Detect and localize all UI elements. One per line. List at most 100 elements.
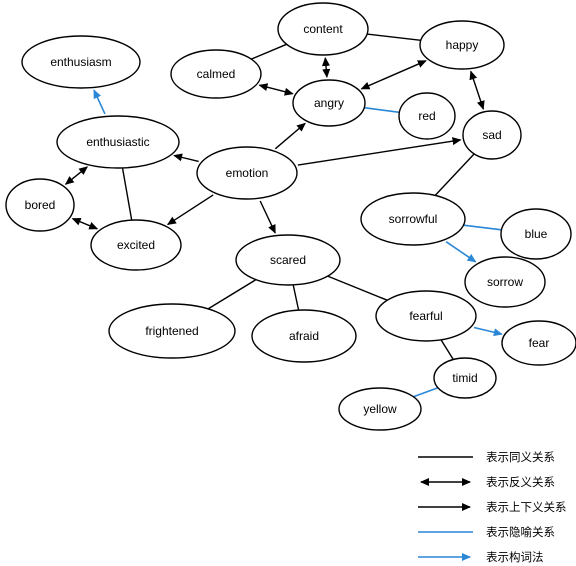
node-blue: blue (500, 208, 572, 260)
node-sorrowful: sorrowful (360, 192, 466, 246)
node-label: happy (446, 38, 479, 52)
legend-label: 表示反义关系 (486, 475, 555, 489)
edge-hyponym-emotion-excited (166, 194, 214, 225)
node-label: frightened (145, 324, 198, 338)
edge-synonym-calmed-content (251, 43, 287, 60)
node-label: excited (117, 238, 155, 252)
node-happy: happy (419, 20, 505, 70)
edge-hyponym-emotion-sad (297, 137, 462, 166)
node-label: blue (525, 227, 548, 241)
node-ellipse (419, 20, 505, 70)
edge-metaphor-sorrowful-blue (463, 224, 502, 231)
edge-derivation-enthusiastic-enthusiasm (93, 89, 106, 115)
legend-item-synonym: 表示同义关系 (418, 450, 555, 464)
node-afraid: afraid (251, 309, 357, 363)
node-label: fearful (409, 309, 442, 323)
edge-derivation-fearful-fear (473, 326, 503, 337)
edge-antonym-enthusiastic-bored (64, 166, 88, 185)
node-excited: excited (90, 219, 182, 271)
node-label: sad (482, 128, 501, 142)
edge-antonym-calmed-angry (258, 83, 294, 96)
node-label: scared (270, 253, 306, 267)
edge-synonym-enthusiastic-excited (121, 167, 133, 221)
node-label: timid (452, 371, 477, 385)
node-red: red (398, 92, 456, 140)
node-content: content (277, 2, 369, 56)
node-fear: fear (501, 320, 576, 366)
node-fearful: fearful (375, 290, 477, 342)
edge-metaphor-timid-yellow (413, 387, 439, 398)
node-label: enthusiastic (86, 135, 149, 149)
node-enthusiastic: enthusiastic (56, 115, 180, 169)
legend-label: 表示构词法 (486, 550, 544, 564)
edge-derivation-sorrowful-sorrow (445, 241, 477, 263)
node-ellipse (360, 192, 466, 246)
edge-synonym-scared-frightened (207, 279, 257, 310)
edge-synonym-scared-fearful (327, 275, 388, 301)
node-label: calmed (197, 67, 236, 81)
node-ellipse (5, 178, 75, 232)
nodes-layer: content happy calmed angry red sad enthusiasm e… (5, 2, 576, 431)
edge-hyponym-emotion-enthusiastic (173, 153, 199, 163)
node-enthusiasm: enthusiasm (21, 35, 141, 89)
legend-label: 表示同义关系 (486, 450, 555, 464)
node-yellow: yellow (338, 387, 422, 431)
node-ellipse (170, 49, 262, 99)
node-label: fear (529, 336, 550, 350)
edge-synonym-scared-afraid (292, 284, 300, 311)
edge-antonym-angry-happy (360, 60, 427, 90)
node-timid: timid (433, 357, 497, 399)
node-ellipse (251, 309, 357, 363)
legend-label: 表示隐喻关系 (486, 525, 555, 539)
edge-metaphor-angry-red (364, 106, 400, 114)
legend-item-derivation: 表示构词法 (418, 550, 544, 564)
edge-hyponym-emotion-angry (274, 122, 306, 150)
node-ellipse (196, 146, 298, 200)
node-label: enthusiasm (50, 55, 111, 69)
node-ellipse (338, 387, 422, 431)
node-label: sorrow (487, 275, 523, 289)
node-angry: angry (292, 79, 366, 127)
node-ellipse (21, 35, 141, 89)
legend-label: 表示上下义关系 (486, 500, 567, 514)
node-ellipse (433, 357, 497, 399)
legend-item-metaphor: 表示隐喻关系 (418, 525, 555, 539)
node-label: bored (25, 198, 56, 212)
node-sorrow: sorrow (464, 256, 546, 308)
node-ellipse (464, 256, 546, 308)
node-label: yellow (363, 402, 397, 416)
node-ellipse (56, 115, 180, 169)
node-calmed: calmed (170, 49, 262, 99)
node-label: red (418, 109, 435, 123)
node-ellipse (108, 303, 236, 359)
node-frightened: frightened (108, 303, 236, 359)
node-ellipse (277, 2, 369, 56)
edge-antonym-bored-excited (71, 217, 99, 230)
node-label: emotion (226, 166, 269, 180)
node-ellipse (375, 290, 477, 342)
node-ellipse (235, 234, 341, 286)
legend-item-hyponym: 表示上下义关系 (418, 500, 567, 514)
node-ellipse (292, 79, 366, 127)
node-ellipse (398, 92, 456, 140)
node-label: afraid (289, 329, 319, 343)
node-ellipse (90, 219, 182, 271)
node-scared: scared (235, 234, 341, 286)
node-label: sorrowful (389, 212, 438, 226)
node-ellipse (462, 110, 522, 160)
legend-item-antonym: 表示反义关系 (420, 475, 555, 489)
edge-synonym-sad-sorrowful (434, 153, 475, 196)
edge-synonym-fearful-timid (440, 339, 454, 360)
edge-hyponym-emotion-scared (259, 200, 276, 234)
node-ellipse (501, 320, 576, 366)
node-label: angry (314, 96, 344, 110)
edge-synonym-content-happy (367, 33, 421, 41)
edge-antonym-happy-sad (469, 70, 485, 110)
node-ellipse (500, 208, 572, 260)
node-label: content (303, 22, 343, 36)
node-sad: sad (462, 110, 522, 160)
node-bored: bored (5, 178, 75, 232)
edges-layer (64, 33, 503, 398)
